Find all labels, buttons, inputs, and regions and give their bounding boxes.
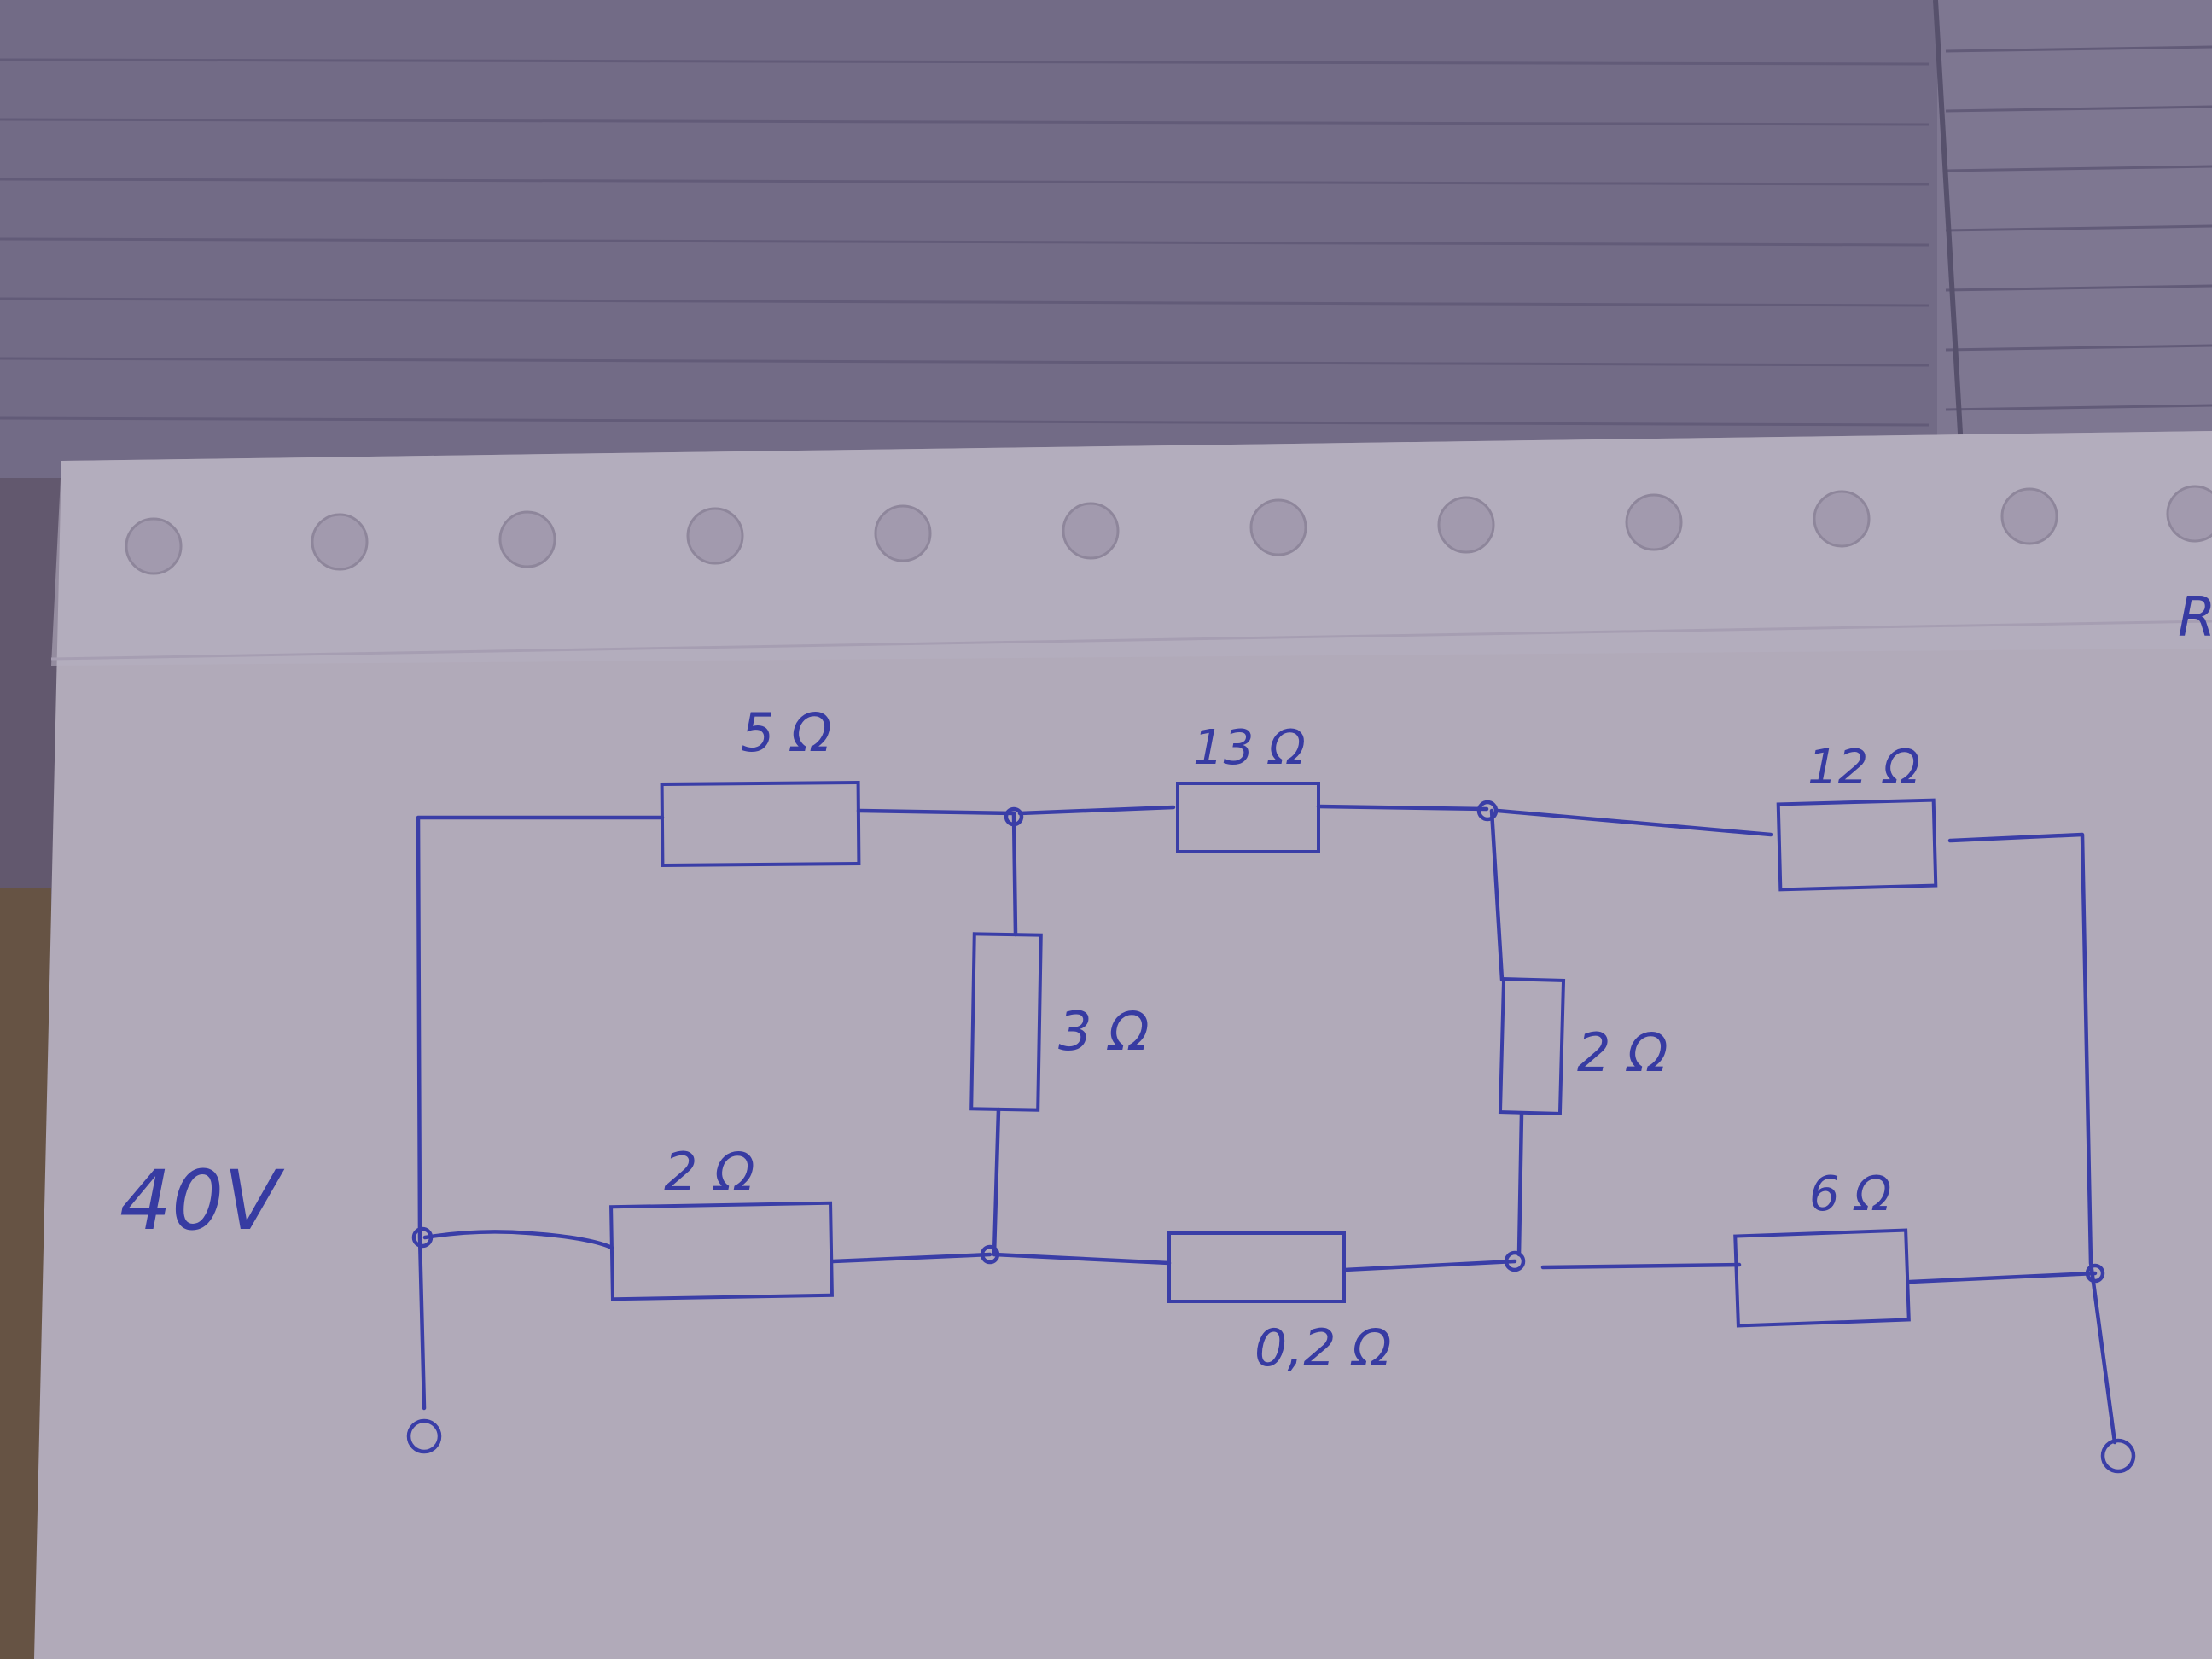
label-r-bottom-mid: 0,2 Ω — [1254, 1318, 1391, 1378]
margin-letter: R — [2178, 586, 2212, 649]
node-bottom-left — [411, 1226, 434, 1249]
node-bottom-right — [1504, 1250, 1526, 1272]
resistor-labels: 5 Ω 13 Ω 12 Ω 3 Ω 2 Ω 2 Ω 0,2 Ω 6 Ω 40V — [119, 701, 1920, 1378]
resistor-vert-left — [969, 932, 1043, 1112]
resistor-boxes — [609, 780, 1938, 1328]
label-r-top-right: 12 Ω — [1807, 740, 1920, 795]
resistor-bottom-right — [1733, 1228, 1911, 1328]
label-r-bottom-right: 6 Ω — [1809, 1167, 1891, 1222]
punch-hole — [2000, 487, 2058, 545]
label-r-vert-left: 3 Ω — [1058, 1000, 1150, 1062]
label-r-vert-right: 2 Ω — [1577, 1022, 1668, 1084]
resistor-top-right — [1776, 798, 1938, 892]
punch-hole — [2166, 485, 2212, 543]
punch-hole — [311, 513, 369, 571]
resistor-bottom-left — [609, 1201, 834, 1301]
circuit-wires — [416, 804, 2117, 1445]
label-r-bottom-left: 2 Ω — [664, 1141, 755, 1203]
punch-hole — [1062, 502, 1120, 560]
terminal-left — [406, 1418, 442, 1454]
resistor-vert-right — [1498, 977, 1566, 1115]
node-top-right — [1476, 800, 1499, 822]
resistor-bottom-mid — [1167, 1231, 1346, 1303]
source-voltage-label: 40V — [119, 1153, 285, 1249]
punch-hole — [498, 510, 556, 568]
node-top-left — [1004, 806, 1024, 827]
punch-hole — [1813, 490, 1871, 548]
label-r-top-mid: 13 Ω — [1193, 720, 1306, 776]
resistor-top-mid — [1176, 782, 1320, 853]
label-r-top-left: 5 Ω — [741, 701, 832, 764]
node-bottom-mid — [980, 1244, 1000, 1265]
resistor-top-left — [660, 780, 861, 868]
node-right-rail — [2085, 1263, 2105, 1284]
punch-hole — [125, 517, 183, 575]
punch-hole — [1437, 496, 1495, 554]
circuit-nodes — [406, 800, 2136, 1474]
punch-hole — [1625, 493, 1683, 551]
punch-hole — [1249, 498, 1307, 556]
punch-hole — [874, 504, 932, 562]
punch-hole — [686, 507, 744, 565]
paper-sheet — [34, 431, 2212, 1659]
punch-holes — [125, 485, 2212, 575]
terminal-right — [2100, 1438, 2136, 1474]
